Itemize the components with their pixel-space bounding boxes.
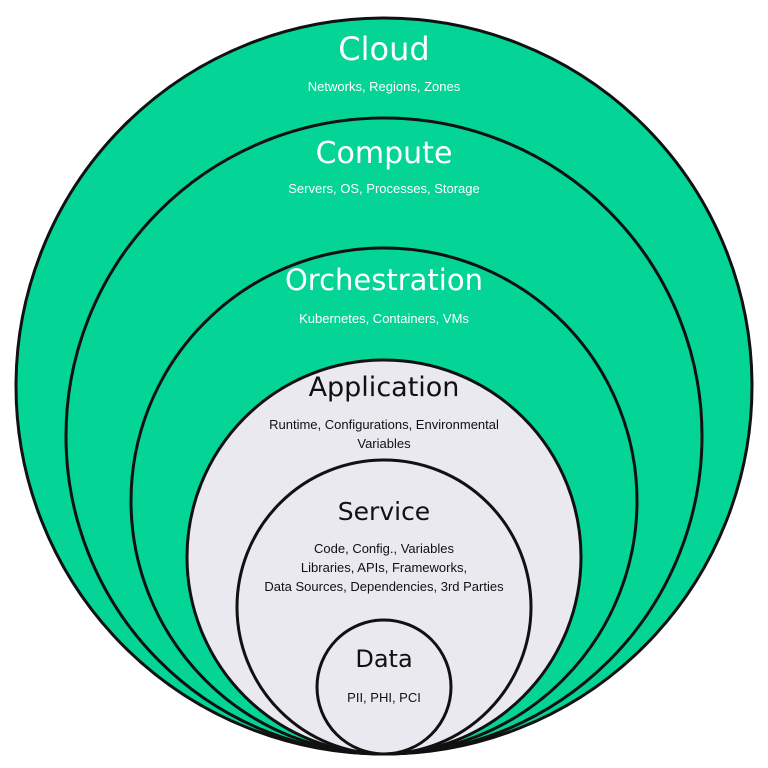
data-title: Data <box>355 645 412 673</box>
application-subtitle-line-1: Runtime, Configurations, Environmental <box>269 417 499 432</box>
data-subtitle: PII, PHI, PCI <box>347 690 421 705</box>
application-title: Application <box>309 372 460 403</box>
orchestration-subtitle: Kubernetes, Containers, VMs <box>299 311 469 326</box>
application-subtitle-line-2: Variables <box>357 436 411 451</box>
cloud-title: Cloud <box>338 30 429 68</box>
service-subtitle-line-1: Code, Config., Variables <box>314 541 454 556</box>
cloud-subtitle: Networks, Regions, Zones <box>308 79 461 94</box>
orchestration-title: Orchestration <box>285 263 483 297</box>
service-title: Service <box>338 497 430 526</box>
compute-subtitle: Servers, OS, Processes, Storage <box>288 181 479 196</box>
service-subtitle-line-2: Libraries, APIs, Frameworks, <box>301 560 467 575</box>
compute-title: Compute <box>316 136 453 171</box>
service-subtitle-line-3: Data Sources, Dependencies, 3rd Parties <box>264 579 504 594</box>
data-layer-circle <box>315 618 453 756</box>
